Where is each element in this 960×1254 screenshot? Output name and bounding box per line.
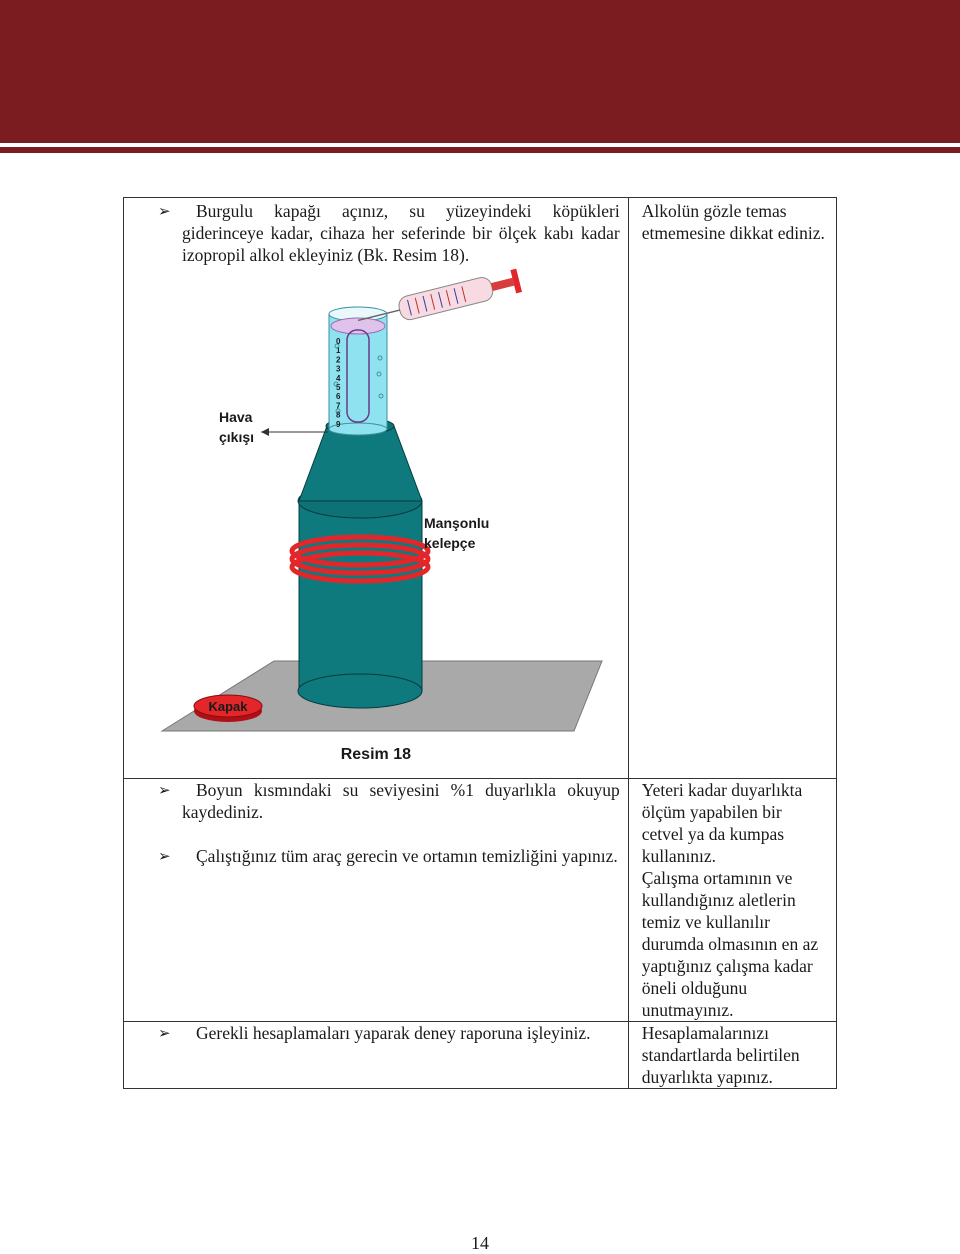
list-item: ➢ Boyun kısmındaki su seviyesini %1 duya… — [158, 779, 620, 823]
scale-digit: 5 — [336, 383, 341, 392]
arrow-bullet-icon: ➢ — [158, 202, 171, 220]
header-banner — [0, 0, 960, 143]
header-stripe — [0, 147, 960, 153]
step-text: Çalıştığınız tüm araç gerecin ve ortamın… — [196, 846, 618, 866]
procedure-table: ➢ Burgulu kapağı açınız, su yüzeyindeki … — [123, 197, 838, 1089]
scale-digit: 9 — [336, 420, 341, 429]
scale-digit: 2 — [336, 355, 341, 364]
step-cell: ➢ Boyun kısmındaki su seviyesini %1 duya… — [123, 778, 629, 1022]
list-item: ➢ Çalıştığınız tüm araç gerecin ve ortam… — [158, 845, 620, 867]
table-row: ➢ Boyun kısmındaki su seviyesini %1 duya… — [123, 778, 838, 1022]
figure-caption: Resim 18 — [340, 746, 411, 763]
syringe-icon — [357, 268, 522, 322]
svg-text:Hava: Hava — [219, 409, 253, 425]
note-text: Çalışma ortamının ve kullandığınız aletl… — [641, 868, 819, 1020]
table-row: ➢ Gerekli hesaplamaları yaparak deney ra… — [123, 1021, 838, 1089]
scale-digit: 4 — [336, 374, 341, 383]
step-cell: ➢ Gerekli hesaplamaları yaparak deney ra… — [123, 1021, 629, 1089]
note-cell: Yeteri kadar duyarlıkta ölçüm yapabilen … — [627, 778, 838, 1022]
cap-icon: Kapak — [193, 694, 263, 722]
svg-text:Manşonlu: Manşonlu — [424, 515, 489, 531]
list-item: ➢ Burgulu kapağı açınız, su yüzeyindeki … — [158, 200, 620, 266]
step-text: Burgulu kapağı açınız, su yüzeyindeki kö… — [182, 201, 620, 265]
scale-digit: 6 — [336, 392, 341, 401]
note-cell: Hesaplamalarınızı standartlarda belirtil… — [627, 1021, 838, 1089]
step-text: Boyun kısmındaki su seviyesini %1 duyarl… — [182, 780, 620, 822]
svg-text:kelepçe: kelepçe — [424, 535, 476, 551]
note-cell: Alkolün gözle temas etmemesine dikkat ed… — [627, 197, 838, 779]
note-text: Hesaplamalarınızı standartlarda belirtil… — [641, 1023, 800, 1087]
figure-resim-18: Kapak — [124, 266, 628, 740]
note-text: Yeteri kadar duyarlıkta ölçüm yapabilen … — [641, 780, 803, 866]
step-text: Gerekli hesaplamaları yaparak deney rapo… — [196, 1023, 591, 1043]
arrow-bullet-icon: ➢ — [158, 847, 171, 865]
cap-label: Kapak — [208, 699, 248, 714]
arrow-bullet-icon: ➢ — [158, 1024, 171, 1042]
scale-digit: 8 — [336, 411, 341, 420]
svg-text:çıkışı: çıkışı — [219, 429, 254, 445]
list-item: ➢ Gerekli hesaplamaları yaparak deney ra… — [158, 1022, 620, 1044]
scale-digit: 3 — [336, 365, 341, 374]
scale-digit: 7 — [336, 401, 341, 410]
arrow-bullet-icon: ➢ — [158, 781, 171, 799]
page-number: 14 — [471, 1233, 489, 1253]
scale-digit: 0 — [336, 337, 341, 346]
clamp-callout: Manşonlu kelepçe — [424, 515, 489, 551]
scale-digit: 1 — [336, 346, 341, 355]
table-row: ➢ Burgulu kapağı açınız, su yüzeyindeki … — [123, 197, 838, 779]
step-cell: ➢ Burgulu kapağı açınız, su yüzeyindeki … — [123, 197, 629, 779]
air-outlet-callout: Hava çıkışı — [219, 409, 328, 445]
note-text: Alkolün gözle temas etmemesine dikkat ed… — [641, 201, 825, 243]
apparatus-illustration: Kapak — [154, 268, 604, 736]
clamp-icon — [289, 534, 431, 584]
